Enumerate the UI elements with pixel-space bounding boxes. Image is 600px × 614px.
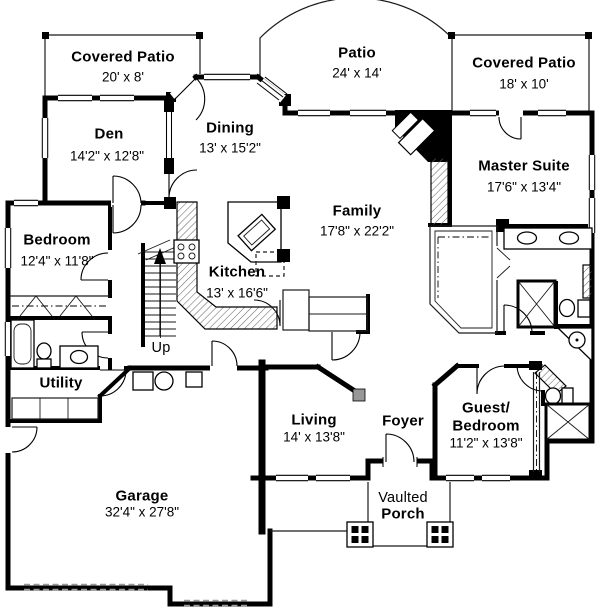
hall-closet-door	[331, 331, 361, 361]
master-bath-fixtures	[503, 227, 593, 329]
porch-column-icon	[426, 521, 454, 548]
left-bath-fixtures	[10, 319, 99, 369]
garage-hall-door	[211, 340, 238, 367]
stairs	[137, 239, 179, 338]
doors	[5, 76, 544, 467]
kitchen-counter	[176, 201, 278, 330]
water-heater-icon	[154, 371, 174, 391]
room-label-utility: Utility	[39, 374, 83, 392]
room-dims-garage: 32'4" x 27'8"	[104, 504, 180, 520]
room-dims-kitchen: 13' x 16'6"	[206, 285, 268, 301]
porch-label-line1: Vaulted	[378, 489, 428, 506]
master-closet	[429, 225, 511, 334]
sink-icon	[516, 231, 538, 245]
sink-icon	[69, 349, 89, 365]
appliance-icon	[132, 371, 154, 391]
garage-side-door	[11, 426, 38, 453]
room-label-guest-line1: Guest/	[462, 399, 510, 417]
bedroom-door	[80, 252, 109, 281]
utility-door	[99, 369, 127, 397]
island-sink-icon	[237, 213, 277, 252]
dishwasher-icon	[255, 251, 285, 277]
room-dims-family: 17'8" x 22'2"	[319, 223, 395, 239]
built-in-cabinet	[282, 289, 310, 331]
room-dims-den: 14'2" x 12'8"	[69, 148, 145, 164]
patio-outlines	[42, 0, 592, 111]
room-label-bedroom: Bedroom	[23, 231, 91, 249]
room-dims-guest: 11'2" x 13'8"	[449, 435, 523, 451]
room-dims-covered-patio-left: 20' x 8'	[102, 69, 144, 85]
guest-bath-fixtures	[534, 327, 593, 442]
room-dims-master-suite: 17'6" x 13'4"	[486, 179, 562, 195]
room-label-patio: Patio	[338, 44, 376, 62]
shower-icon	[544, 402, 592, 442]
room-dims-dining: 13' x 15'2"	[199, 140, 261, 156]
room-dims-living: 14' x 13'8"	[283, 429, 345, 445]
toilet-icon	[36, 342, 52, 360]
room-label-covered-patio-right: Covered Patio	[472, 54, 576, 72]
den-dining-door	[168, 169, 198, 199]
appliance-icon	[185, 371, 203, 388]
master-patio-door	[498, 116, 522, 140]
porch-label-line2: Porch	[381, 505, 425, 523]
garage-fixtures	[24, 371, 250, 607]
room-dims-patio: 24' x 14'	[332, 65, 382, 81]
bedroom-closet	[12, 295, 108, 317]
room-label-dining: Dining	[206, 119, 254, 137]
linen-shelves	[582, 264, 593, 299]
den-hall-doors	[112, 175, 142, 234]
stair-label-up: Up	[151, 339, 171, 356]
sink-icon	[558, 231, 580, 245]
toilet-icon	[558, 298, 576, 318]
shower-icon	[516, 279, 557, 329]
guest-door	[476, 365, 506, 395]
dining-patio-door	[174, 77, 206, 121]
bathtub-icon	[10, 319, 35, 369]
room-label-master-suite: Master Suite	[478, 157, 570, 175]
utility-fixtures	[11, 397, 99, 420]
laundry-counter	[11, 397, 99, 420]
garage-doors	[24, 583, 250, 607]
room-label-living: Living	[291, 411, 337, 429]
front-door	[385, 433, 415, 463]
kitchen-fixtures	[173, 196, 290, 330]
room-label-family: Family	[332, 202, 382, 220]
room-label-foyer: Foyer	[382, 412, 424, 430]
guest-closet	[532, 372, 541, 472]
porch-column-icon	[346, 521, 374, 548]
windows	[4, 73, 596, 482]
master-door	[503, 304, 533, 334]
room-label-kitchen: Kitchen	[208, 263, 266, 281]
range-icon	[173, 239, 200, 264]
room-dims-covered-patio-right: 18' x 10'	[499, 76, 549, 92]
room-label-garage: Garage	[115, 487, 169, 505]
porch	[270, 482, 454, 548]
room-dims-bedroom: 12'4" x 11'8"	[20, 253, 94, 269]
room-label-guest-line2: Bedroom	[452, 417, 520, 435]
room-label-den: Den	[94, 125, 124, 143]
room-label-covered-patio-left: Covered Patio	[71, 48, 175, 66]
feature-wall	[430, 157, 449, 226]
toilet-icon	[544, 387, 562, 405]
family-fixtures	[282, 110, 452, 332]
